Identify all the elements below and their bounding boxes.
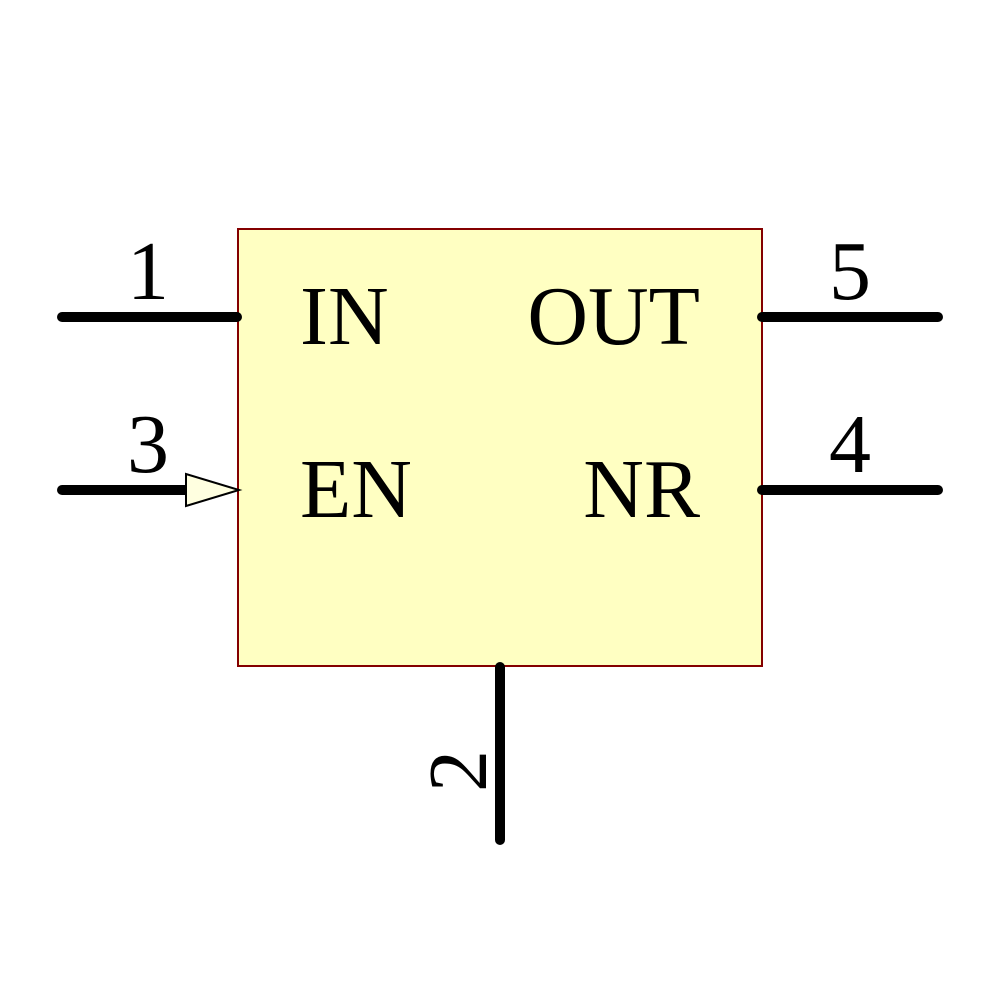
component-body [237, 228, 763, 667]
pin-name-out: OUT [527, 270, 700, 363]
pin-wire-4 [757, 485, 943, 495]
pin-wire-1 [57, 312, 242, 322]
pin-wire-2 [495, 662, 505, 845]
pin-number-1: 1 [127, 225, 169, 318]
pin-number-4: 4 [829, 398, 871, 491]
pin-name-en: EN [300, 443, 412, 536]
pin-name-in: IN [300, 270, 389, 363]
pin-name-nr: NR [583, 443, 700, 536]
pin-number-2: 2 [412, 750, 505, 792]
pin-wire-5 [757, 312, 943, 322]
pin-wire-3 [57, 485, 190, 495]
pin-number-5: 5 [829, 225, 871, 318]
pin-number-3: 3 [127, 398, 169, 491]
input-arrow-icon [185, 472, 243, 508]
